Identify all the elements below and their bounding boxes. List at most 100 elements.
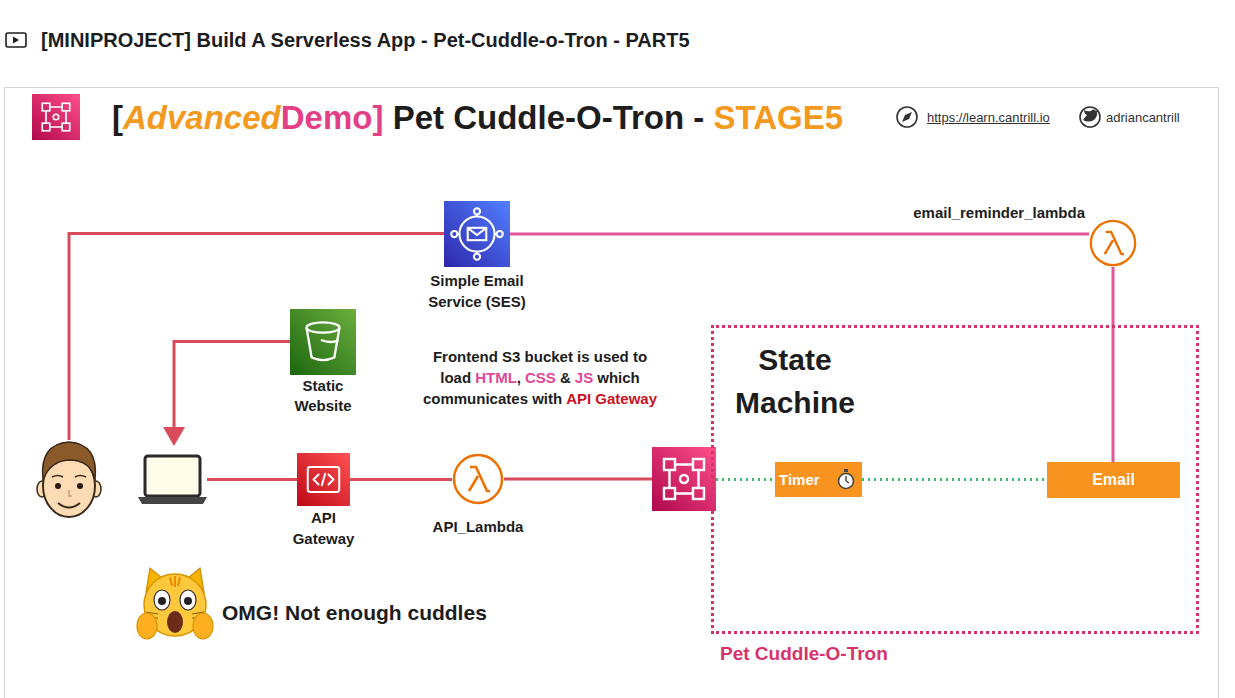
scream-cat-emoji [184,597,192,605]
user-figure [58,503,80,508]
laptop-figure [138,456,207,504]
user-figure [69,490,72,496]
note-text: load [440,369,471,386]
link-text: https://learn.cantrill.io [927,110,1050,125]
service-icon: Static Website [290,309,356,375]
user-figure [52,476,86,478]
flow-wire [174,342,290,429]
twitter-icon [1083,110,1099,122]
text-line: [AdvancedDemo]Pet Cuddle-O-Tron -STAGE5 [112,98,843,138]
scream-cat-emoji [137,613,157,639]
node-label: Static Website [283,376,363,416]
note-text: JS [575,369,593,386]
stopwatch-icon [839,474,854,489]
flow-wire [69,234,444,441]
text-line: loadHTML,CSS&JSwhich [390,367,690,388]
state-box: Email [1047,462,1180,498]
state-box: Timer [775,462,862,497]
note-text: & [560,369,571,386]
ses-icon [451,208,503,260]
user-figure [37,442,101,517]
slide-title: Advanced [123,99,281,136]
slide-title: Pet Cuddle-O-Tron - [393,99,705,136]
ses-icon [444,201,510,267]
step-functions-icon [664,459,704,499]
lambda-icon [454,455,502,503]
twitter-icon [1080,107,1100,127]
note-text: which [597,369,640,386]
text-line: https://learn.cantrill.io [927,108,1050,127]
step-functions-logo [32,94,80,140]
scream-cat-emoji [154,590,170,610]
node-label: API_Lambda [433,517,524,537]
stopwatch-icon [846,476,849,483]
service-icon: Simple Email Service (SES) [444,201,510,267]
lambda-icon [1091,221,1135,265]
text-row: Frontend S3 bucket is used toloadHTML,CS… [390,346,690,409]
s3-icon [290,309,356,375]
text-line: Frontend S3 bucket is used to [390,346,690,367]
note-text: HTML [475,369,517,386]
node-label: State Machine [720,338,870,424]
slide-frame [5,88,1219,698]
text-row: adriancantrill [1106,108,1180,127]
node-caption: Pet Cuddle-O-Tron [720,643,888,665]
api-gateway-icon [308,467,339,492]
scream-cat-emoji [193,613,213,639]
note-text: CSS [525,369,556,386]
s3-icon [307,322,340,360]
stopwatch-icon [835,468,857,490]
compass-icon [902,112,912,122]
text-row: [AdvancedDemo]Pet Cuddle-O-Tron -STAGE5 [112,98,843,138]
flow-wire [207,478,297,481]
step-functions-icon [652,447,716,511]
compass-icon [897,107,917,127]
step-functions-icon [652,447,716,511]
text-line: communicates withAPI Gateway [390,388,690,409]
text-line: adriancantrill [1106,108,1180,127]
exclaim-text: OMG! Not enough cuddles [222,601,487,624]
video-icon [6,33,26,47]
connector [510,233,1089,236]
scream-cat-emoji [180,590,196,610]
user-figure [43,442,96,480]
note-text: API Gateway [566,390,657,407]
arrow-head [163,427,185,446]
text-line: OMG! Not enough cuddles [222,600,487,626]
scream-cat-emoji [167,611,183,633]
ses-icon [444,201,510,267]
slide-title: STAGE5 [714,99,844,136]
s3-icon [290,309,356,375]
lambda-node: API_Lambda [452,453,504,505]
node-label: Timer [775,462,862,497]
lambda-node: email_reminder_lambda [1089,219,1137,267]
step-functions-logo [32,94,80,140]
user-figure [55,483,61,489]
api-gateway-icon [297,453,350,506]
node-label: Simple Email Service (SES) [417,270,537,312]
laptop-figure [145,456,200,496]
text-row: OMG! Not enough cuddles [222,600,487,626]
node-label: email_reminder_lambda [913,203,1085,223]
node-label: API Gateway [284,507,364,549]
connector [350,478,452,481]
slide-title: Demo] [281,99,384,136]
handle-text: adriancantrill [1106,110,1180,125]
user-figure [77,483,83,489]
flow-wire [716,478,775,481]
api-gateway-icon [297,453,350,506]
note-text: communicates with [423,390,562,407]
stopwatch-icon [844,469,848,472]
service-icon: API Gateway [297,453,350,506]
page-heading: [MINIPROJECT] Build A Serverless App - P… [41,28,690,52]
scream-cat-emoji [170,576,180,587]
scream-cat-emoji [158,597,166,605]
note-text: , [517,369,521,386]
flow-wire [69,234,775,480]
laptop-figure [138,497,207,504]
text-row: https://learn.cantrill.io [927,108,1050,127]
node-label: Email [1047,462,1180,498]
compass-icon [897,107,917,127]
connector [862,478,1047,481]
